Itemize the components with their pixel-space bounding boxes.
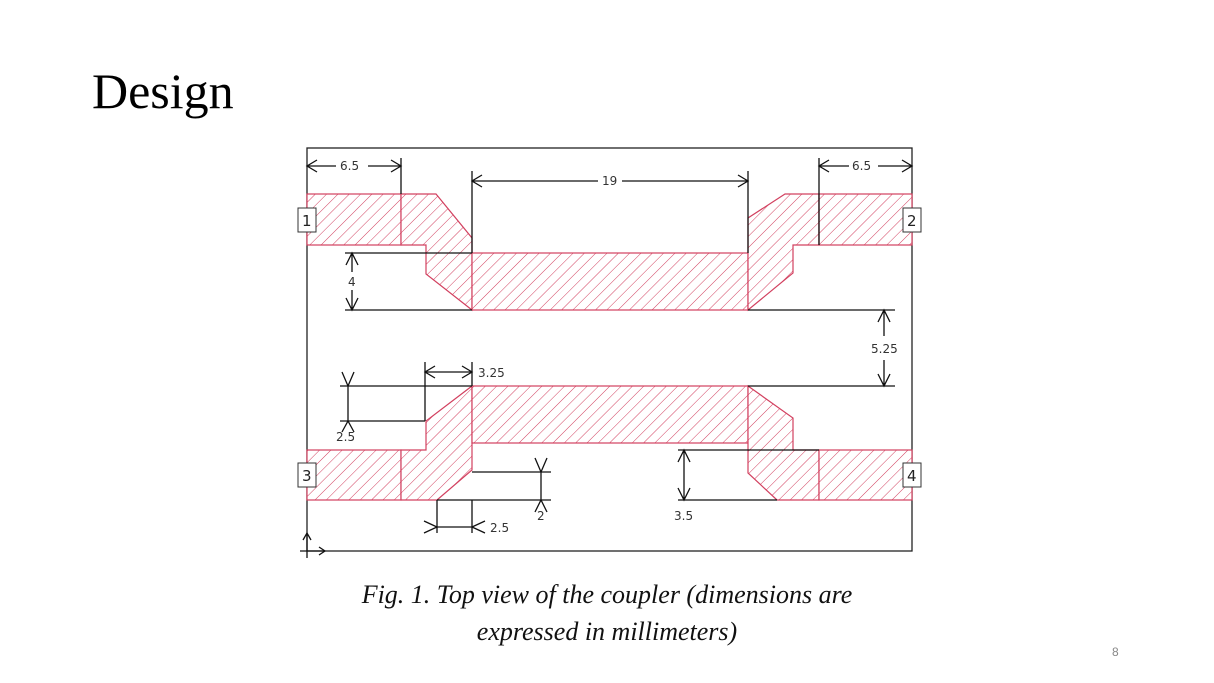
- port3-taper: [400, 384, 473, 501]
- port2-line: [818, 193, 913, 246]
- port-4-label: 4: [902, 462, 922, 488]
- dim-3.25: 3.25: [423, 362, 505, 421]
- dim-4: 4: [345, 251, 472, 312]
- upper-coupled-line: [471, 252, 749, 311]
- dim-label: 4: [348, 275, 356, 289]
- port2-taper: [747, 193, 820, 312]
- svg-text:3: 3: [302, 467, 312, 485]
- dim-label: 3.25: [478, 366, 505, 380]
- port1-line: [306, 193, 402, 246]
- dim-5.25: 5.25: [748, 308, 898, 388]
- dim-label: 5.25: [871, 342, 898, 356]
- svg-text:1: 1: [302, 212, 312, 230]
- port4-line: [818, 449, 913, 501]
- svg-text:2: 2: [907, 212, 917, 230]
- dim-label: 6.5: [340, 159, 359, 173]
- dim-label: 19: [602, 174, 617, 188]
- dim-label: 2.5: [490, 521, 509, 535]
- dim-label: 2: [537, 509, 545, 523]
- slide-title: Design: [92, 63, 234, 119]
- substrate-frame: [306, 147, 913, 552]
- caption-line-2: expressed in millimeters): [476, 617, 738, 646]
- dim-19: 19: [470, 171, 750, 253]
- figure-caption: Fig. 1. Top view of the coupler (dimensi…: [0, 576, 1214, 650]
- dim-label: 6.5: [852, 159, 871, 173]
- port3-line: [306, 449, 402, 501]
- dim-2: 2: [437, 457, 551, 523]
- port-2-label: 2: [902, 207, 922, 233]
- svg-text:4: 4: [907, 467, 917, 485]
- dim-label: 3.5: [674, 509, 693, 523]
- lower-coupled-line: [471, 385, 749, 444]
- dim-2.5-bottom: 2.5: [423, 500, 509, 535]
- port1-taper: [400, 193, 473, 312]
- dim-label: 2.5: [336, 430, 355, 444]
- axis-origin-icon: [300, 531, 327, 558]
- page-number: 8: [1112, 645, 1119, 659]
- dim-2.5-left: 2.5: [336, 371, 472, 444]
- dim-6.5-left: 6.5: [305, 158, 403, 194]
- port4-taper: [747, 384, 820, 501]
- caption-line-1: Fig. 1. Top view of the coupler (dimensi…: [361, 580, 853, 609]
- port-3-label: 3: [297, 462, 317, 488]
- dim-6.5-right: 6.5: [817, 158, 914, 245]
- port-1-label: 1: [297, 207, 317, 233]
- dim-3.5: 3.5: [674, 448, 819, 523]
